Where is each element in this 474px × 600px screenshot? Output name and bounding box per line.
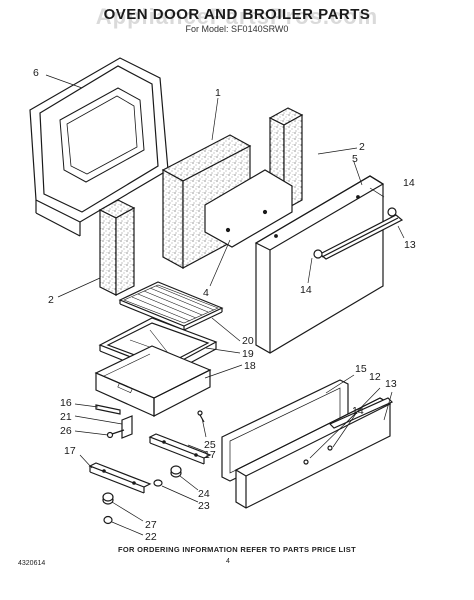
insulation-2-left bbox=[98, 199, 136, 296]
callout-14: 14 bbox=[403, 177, 415, 189]
callout-2: 2 bbox=[48, 294, 54, 306]
broiler-door-front bbox=[234, 397, 394, 509]
broiler-rail-right bbox=[148, 433, 212, 465]
ordering-note: FOR ORDERING INFORMATION REFER TO PARTS … bbox=[118, 545, 356, 554]
callout-2: 2 bbox=[359, 141, 365, 153]
callout-13: 13 bbox=[385, 378, 397, 390]
broiler-drawer bbox=[94, 345, 212, 417]
callout-4: 4 bbox=[203, 287, 209, 299]
callout-15: 15 bbox=[355, 363, 367, 375]
callout-21: 21 bbox=[60, 411, 72, 423]
callout-19: 19 bbox=[242, 348, 254, 360]
callout-26: 26 bbox=[60, 425, 72, 437]
diagram-title: OVEN DOOR AND BROILER PARTS bbox=[103, 6, 371, 23]
callout-24: 24 bbox=[198, 488, 210, 500]
callout-13: 13 bbox=[404, 239, 416, 251]
glass-shield bbox=[204, 169, 293, 248]
callout-5: 5 bbox=[352, 153, 358, 165]
inner-door-panel bbox=[29, 57, 169, 237]
callout-14: 14 bbox=[300, 284, 312, 296]
callout-1: 1 bbox=[215, 87, 221, 99]
callout-numbers: 6 1 2 5 14 13 14 2 4 20 19 18 15 12 13 1… bbox=[33, 67, 416, 543]
callout-25: 25 bbox=[204, 439, 216, 451]
callout-23: 23 bbox=[198, 500, 210, 512]
callout-6: 6 bbox=[33, 67, 39, 79]
callout-12: 12 bbox=[369, 371, 381, 383]
callout-20: 20 bbox=[242, 335, 254, 347]
callout-18: 18 bbox=[244, 360, 256, 372]
broiler-rail-left bbox=[88, 462, 152, 494]
callout-22: 22 bbox=[145, 531, 157, 543]
model-number: For Model: SF0140SRW0 bbox=[185, 24, 289, 34]
door-handle bbox=[313, 207, 404, 260]
callout-17: 17 bbox=[64, 445, 76, 457]
callout-16: 16 bbox=[60, 397, 72, 409]
rollers bbox=[102, 465, 182, 525]
broiler-hardware bbox=[95, 404, 205, 439]
page-number: 4 bbox=[226, 558, 230, 565]
callout-27: 27 bbox=[145, 519, 157, 531]
leader-lines bbox=[45, 74, 405, 536]
callout-17: 17 bbox=[204, 449, 216, 461]
document-number: 4320614 bbox=[18, 560, 46, 567]
callout-14: 14 bbox=[352, 405, 364, 417]
outer-door bbox=[254, 175, 385, 354]
